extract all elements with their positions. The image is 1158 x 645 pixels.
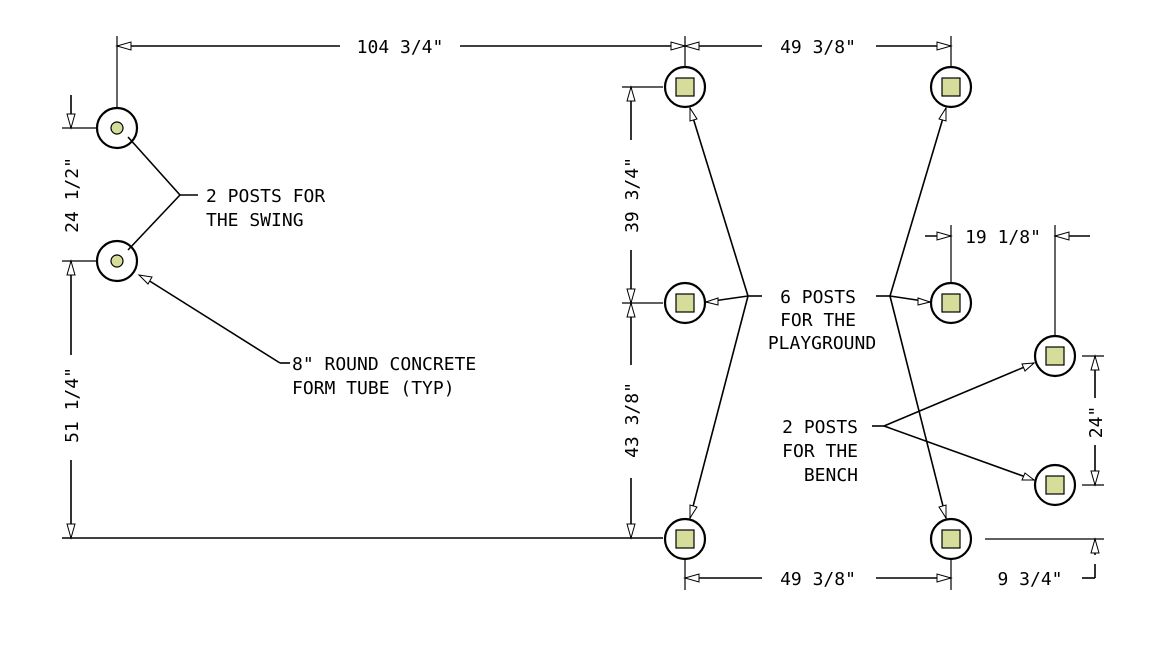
dimension-bottom: 49 3/8"	[683, 560, 953, 590]
dimension-playground-vertical: 39 3/4" 43 3/8"	[622, 85, 663, 540]
dimension-bench-offset: 19 1/8"	[925, 225, 1090, 336]
leader-tube	[137, 274, 290, 364]
playground-post-right-middle	[929, 281, 973, 325]
label-tube-line2: FORM TUBE (TYP)	[292, 378, 455, 399]
playground-post-left-top	[663, 65, 707, 109]
label-bench-line2: FOR THE	[782, 441, 858, 462]
dimension-bench-spacing: 24"	[1082, 354, 1107, 487]
swing-post-bottom	[95, 239, 139, 283]
swing-posts	[95, 106, 139, 283]
dimension-text: 49 3/8"	[780, 37, 856, 58]
dimension-text: 24 1/2"	[62, 157, 83, 233]
playground-post-left-middle	[663, 281, 707, 325]
dimension-text: 19 1/8"	[965, 227, 1041, 248]
dimension-text: 104 3/4"	[357, 37, 444, 58]
leader-playground	[689, 106, 947, 520]
dimension-top-left: 104 3/4"	[115, 36, 687, 108]
bench-post-top	[1033, 334, 1077, 378]
dimension-text: 43 3/8"	[622, 382, 643, 458]
playground-posts	[663, 65, 973, 561]
dimension-text: 51 1/4"	[62, 367, 83, 443]
dimension-top-right: 49 3/8"	[683, 36, 953, 66]
label-swing-line1: 2 POSTS FOR	[206, 186, 325, 207]
dimension-text: 39 3/4"	[622, 157, 643, 233]
label-playground-line2: FOR THE	[780, 310, 856, 331]
bench-post-bottom	[1033, 463, 1077, 507]
dimension-text: 24"	[1086, 406, 1107, 439]
dimension-text: 49 3/8"	[780, 569, 856, 590]
dimension-swing-spacing: 24 1/2"	[62, 95, 96, 262]
label-swing-line2: THE SWING	[206, 210, 304, 231]
playground-post-right-bottom	[929, 517, 973, 561]
label-bench-line1: 2 POSTS	[782, 417, 858, 438]
swing-post-top	[95, 106, 139, 150]
playground-post-right-top	[929, 65, 973, 109]
label-tube-line1: 8" ROUND CONCRETE	[292, 354, 476, 375]
playground-post-left-bottom	[663, 517, 707, 561]
dimension-swing-to-base: 51 1/4"	[62, 259, 663, 540]
leader-bench	[872, 362, 1036, 481]
label-bench-line3: BENCH	[804, 465, 858, 486]
label-playground-line3: PLAYGROUND	[768, 333, 876, 354]
label-playground-line1: 6 POSTS	[780, 287, 856, 308]
dimension-bench-base: 9 3/4"	[985, 537, 1104, 590]
bench-posts	[1033, 334, 1077, 507]
leader-swing	[127, 136, 198, 251]
dimension-text: 9 3/4"	[997, 569, 1062, 590]
